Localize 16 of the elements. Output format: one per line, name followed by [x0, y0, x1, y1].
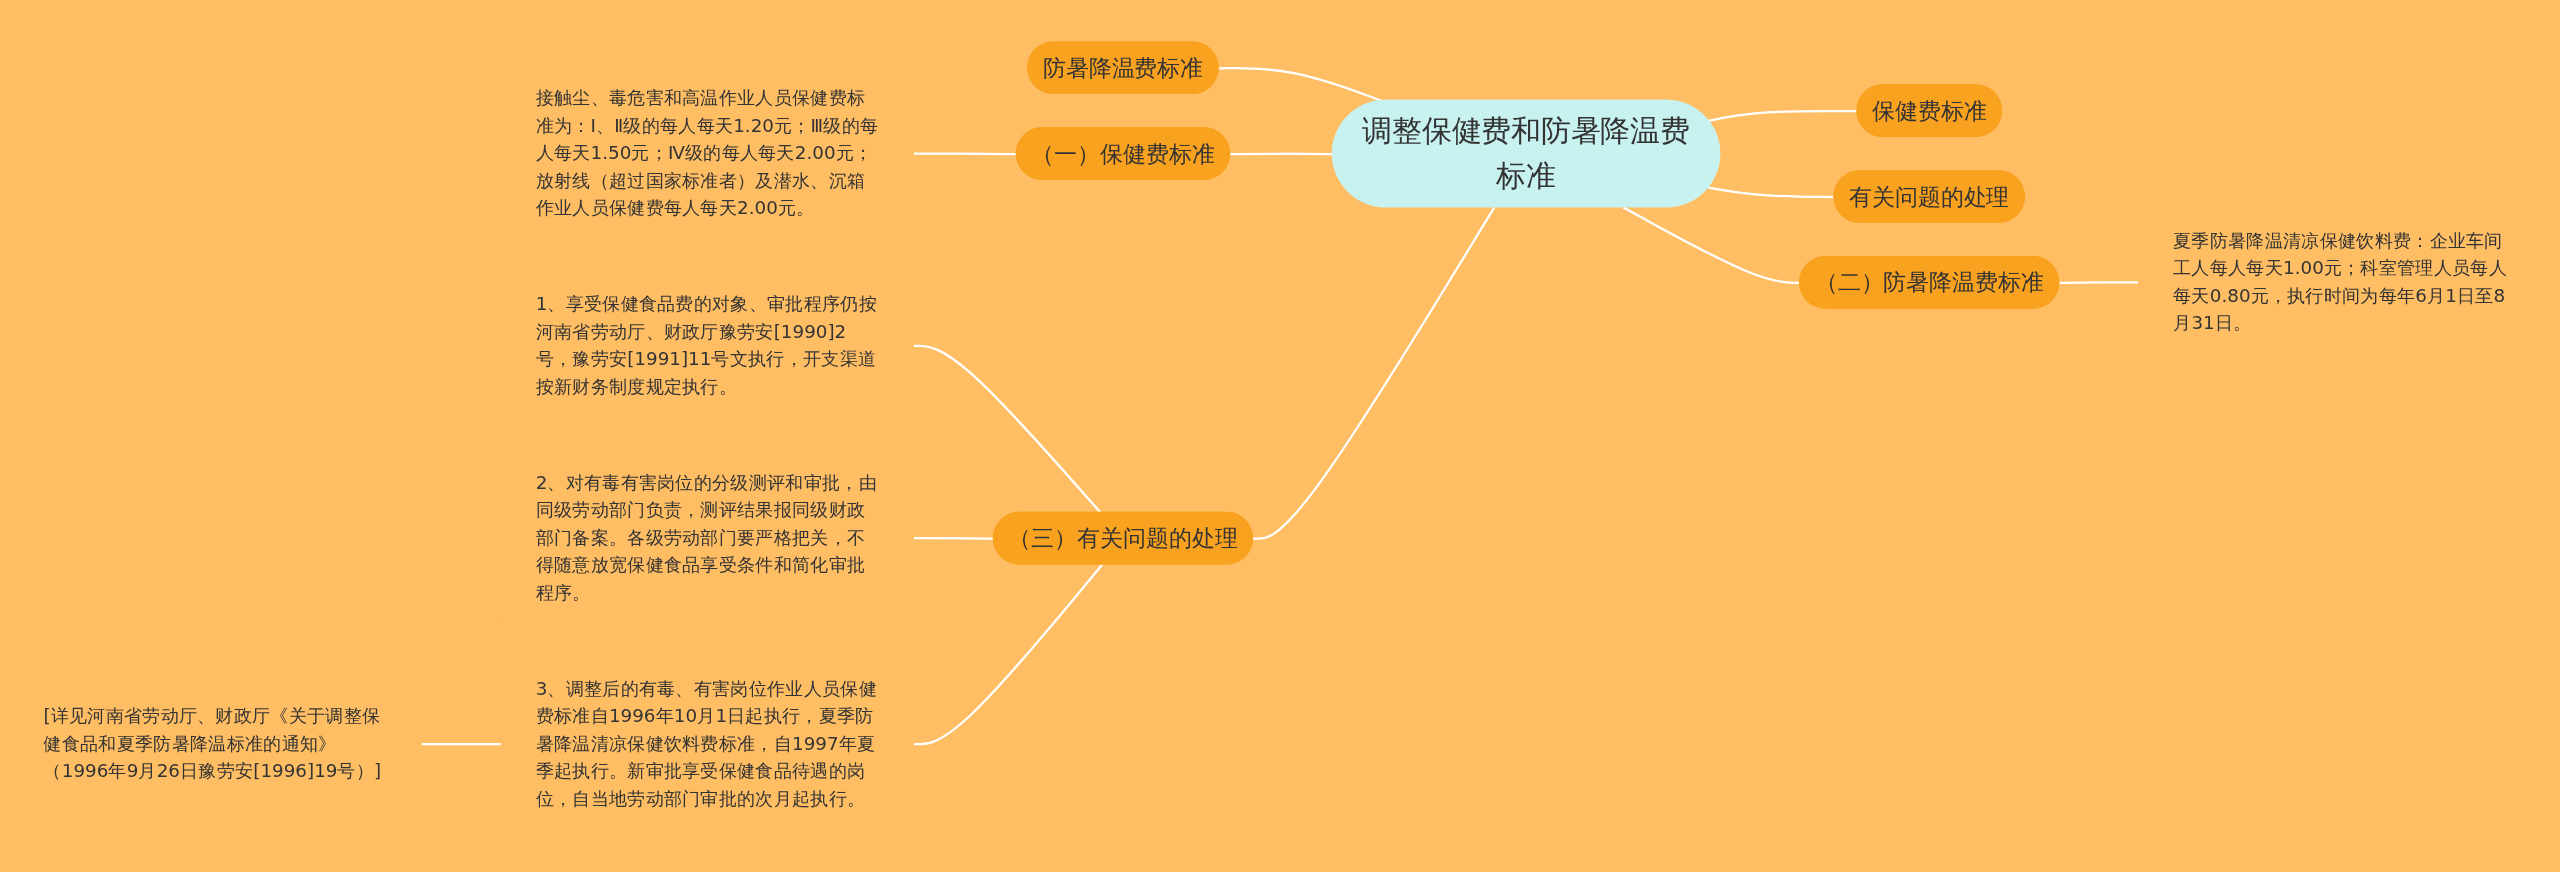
node-text: 接触尘、毒危害和高温作业人员保健费标准为：Ⅰ、Ⅱ级的每人每天1.20元；Ⅲ级的每人每天1.50元；Ⅳ级的每人每天2.00元；放射线（超过国家标准者）及潜水、沉箱作业人员保健费每人每天2.00元。: [535, 87, 879, 219]
node-text: 3、调整后的有毒、有害岗位作业人员保健费标准自1996年10月1日起执行，夏季防暑降温清凉保健饮料费标准，自1997年夏季起执行。新审批享受保健食品待遇的岗位，自当地劳动部门审批的次月起执行。: [535, 677, 877, 810]
node-text: 1、享受保健食品费的对象、审批程序仍按河南省劳动厅、财政厅豫劳安[1990]2号，豫劳安[1991]11号文执行，开支渠道按新财务制度规定执行。: [535, 293, 877, 398]
connector: [913, 152, 1017, 156]
connector: [1708, 186, 1835, 199]
connector: [913, 563, 1104, 746]
node-text: [详见河南省劳动厅、财政厅《关于调整保健食品和夏季防暑降温标准的通知》（1996年9月26日豫劳安[1996]19号）]: [43, 705, 382, 782]
connector: [1622, 206, 1801, 285]
connector: [1252, 206, 1496, 540]
connector: [2059, 281, 2139, 285]
node-text: 2、对有毒有害岗位的分级测评和审批，由同级劳动部门负责，测评结果报同级财政部门备案。各级劳动部门要严格把关，不得随意放宽保健食品享受条件和简化审批程序。: [535, 471, 877, 604]
connector: [913, 344, 1102, 514]
connector: [421, 743, 502, 746]
connector: [1708, 109, 1858, 122]
node-text: 夏季防暑降温清凉保健饮料费：企业车间工人每人每天1.00元；科室管理人员每人每天0.80元，执行时间为每年6月1日至8月31日。: [2173, 229, 2507, 334]
connector: [1218, 67, 1383, 103]
